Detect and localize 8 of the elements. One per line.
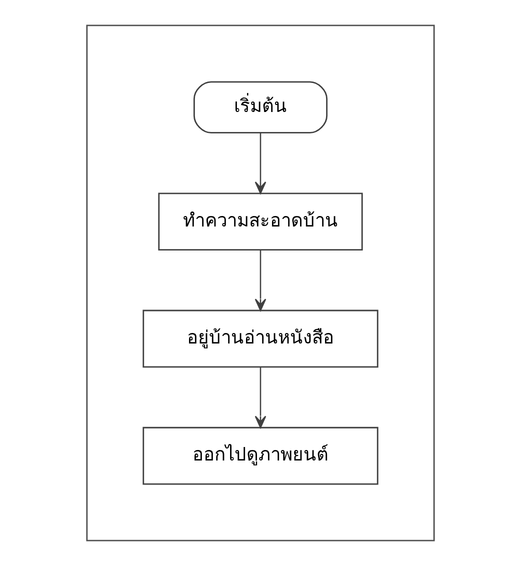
arrow xyxy=(254,250,266,312)
arrow xyxy=(254,367,266,428)
cluster xyxy=(86,24,435,542)
node-box: ออกไปดูภาพยนต์ xyxy=(142,426,378,485)
node-box: อยู่บ้านอ่านหนังสือ xyxy=(142,310,378,368)
arrow xyxy=(254,132,266,194)
node-box: เริ่มต้น xyxy=(193,81,328,134)
node-box: ทำความสะอาดบ้าน xyxy=(158,192,363,251)
